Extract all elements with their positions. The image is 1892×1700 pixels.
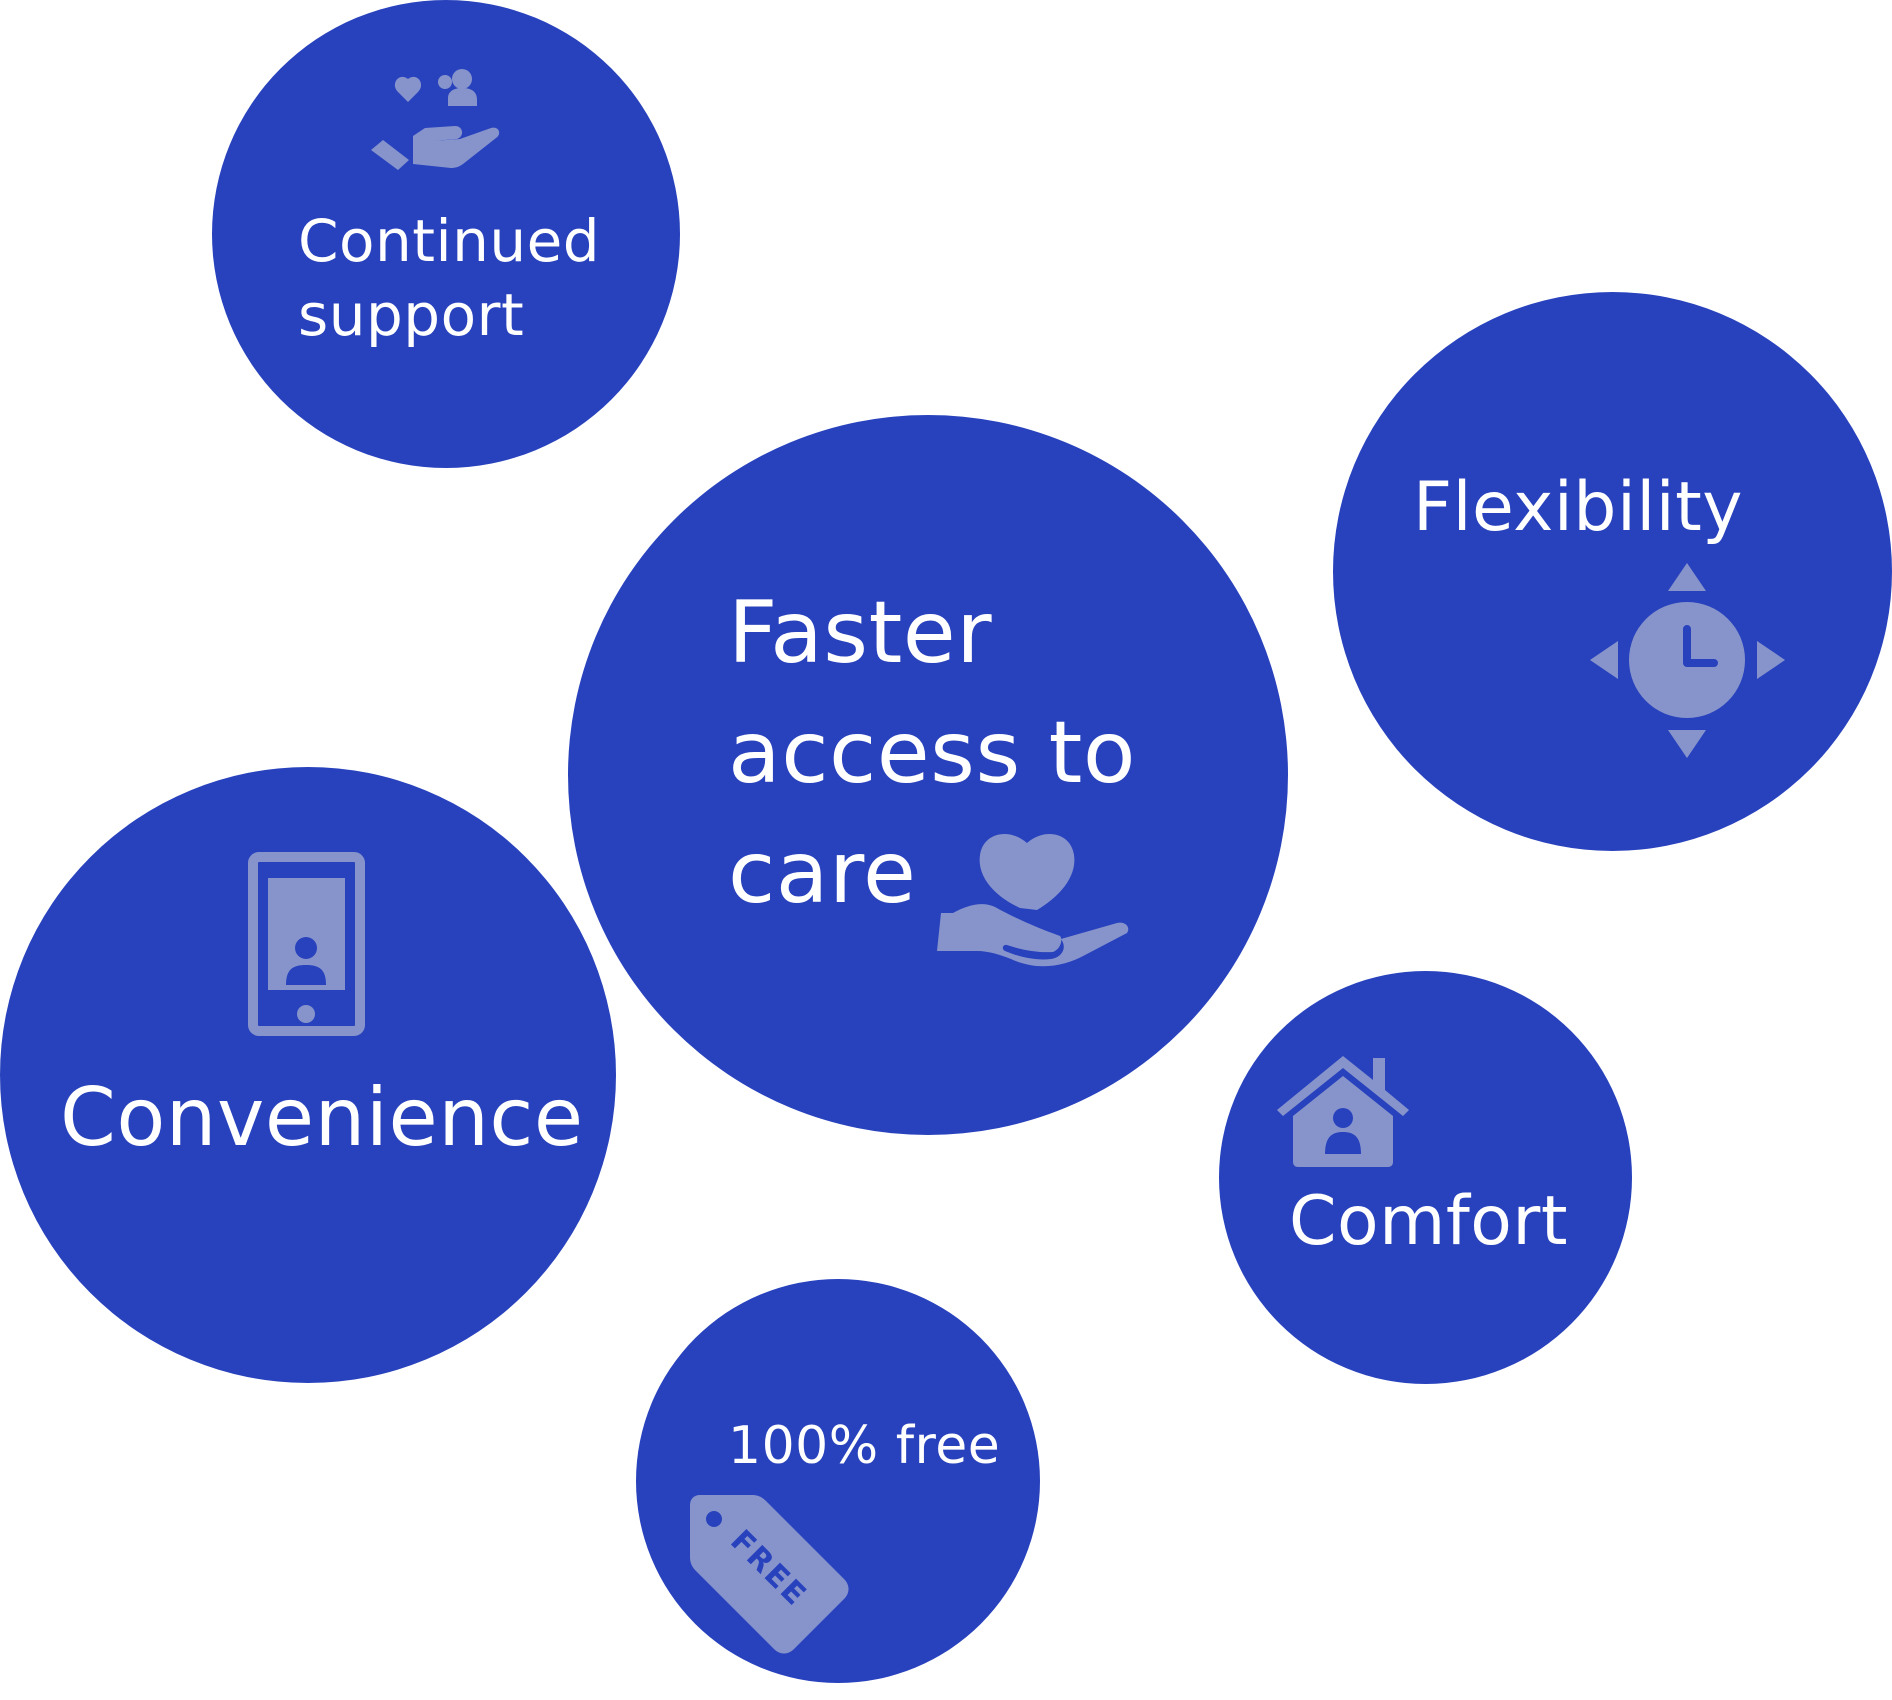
free-price-tag-icon: FREE (690, 1495, 850, 1655)
continued-support-label-line2: support (298, 281, 525, 349)
flexibility-label: Flexibility (1413, 468, 1744, 547)
house-with-person-icon (1273, 1054, 1413, 1169)
hand-with-heart-and-person-icon (365, 66, 510, 191)
faster-access-label-line2: access to (728, 703, 1136, 803)
comfort-label: Comfort (1289, 1182, 1568, 1261)
free-label: 100% free (728, 1416, 1001, 1476)
bubble-comfort (1219, 971, 1632, 1384)
bubble-convenience (0, 767, 616, 1383)
convenience-label: Convenience (60, 1071, 584, 1164)
faster-access-label-line1: Faster (728, 583, 993, 683)
smartphone-video-call-icon (248, 852, 365, 1036)
continued-support-label-line1: Continued (298, 207, 601, 275)
bubble-flexibility (1333, 292, 1892, 851)
faster-access-label-line3: care (728, 823, 917, 923)
clock-with-arrows-icon (1590, 563, 1785, 758)
bubble-faster-access-to-care (568, 415, 1288, 1135)
bubble-100-percent-free (636, 1279, 1040, 1683)
hand-holding-heart-icon (937, 823, 1137, 978)
